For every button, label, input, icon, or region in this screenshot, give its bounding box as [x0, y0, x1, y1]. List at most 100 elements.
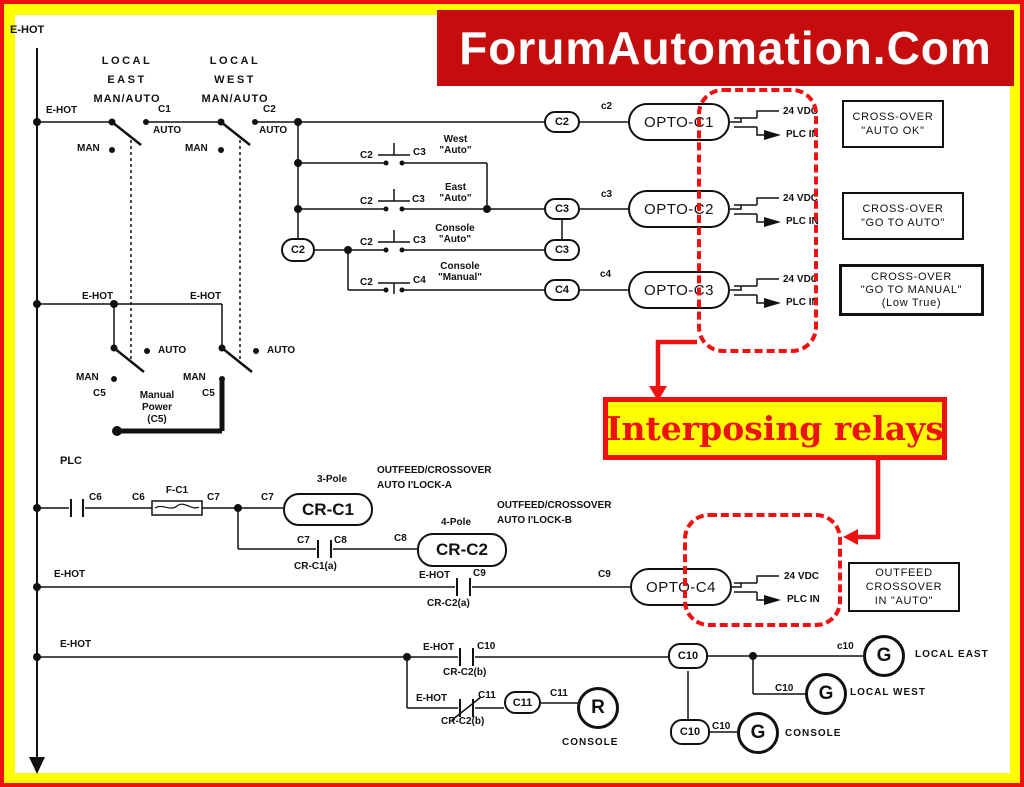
coil-c3-rung2: C3	[544, 198, 580, 220]
caption-console-auto: Console "Auto"	[420, 223, 490, 245]
label-ehot-crc2a-contact: E-HOT	[419, 570, 451, 581]
plc-input-box-go-to-manual: CROSS-OVER "GO TO MANUAL" (Low True)	[839, 264, 984, 316]
label-c3-west-pb: C3	[413, 147, 426, 158]
label-c2-console-man-pb: C2	[360, 277, 373, 288]
heading-line: EAST	[107, 74, 147, 86]
caption-console-manual: Console "Manual"	[420, 261, 500, 283]
label-crc1a: CR-C1(a)	[294, 561, 337, 572]
caption-line: "Auto"	[439, 193, 472, 204]
site-banner: ForumAutomation.Com	[437, 10, 1014, 86]
infobox-line: (Low True)	[881, 296, 942, 309]
label-man-selector1: MAN	[77, 143, 100, 154]
caption-manual-power: Manual Power (C5)	[123, 390, 191, 426]
coil-c2-rung1: C2	[544, 111, 580, 133]
label-24vdc-3: 24 VDC	[783, 274, 819, 285]
label-c10-contact: C10	[477, 641, 496, 652]
label-plcin-1: PLC IN	[786, 129, 819, 140]
infobox-line: "GO TO AUTO"	[860, 217, 946, 229]
label-local-west: LOCAL WEST	[850, 687, 926, 698]
coil-c3-rung3: C3	[544, 239, 580, 261]
coil-c2-branch: C2	[281, 238, 315, 262]
label-24vdc-4: 24 VDC	[784, 571, 820, 582]
caption-line: East	[444, 182, 467, 193]
label-outfeed-crossover-b: OUTFEED/CROSSOVER	[497, 500, 612, 511]
label-c2-east-pb: C2	[360, 196, 373, 207]
label-man-selector2: MAN	[185, 143, 208, 154]
coil-c4: C4	[544, 279, 580, 301]
heading-line: WEST	[214, 74, 256, 86]
label-outfeed-crossover-a: OUTFEED/CROSSOVER	[377, 465, 492, 476]
label-auto-ilock-b: AUTO I'LOCK-B	[497, 515, 572, 526]
label-c10-wire-east: c10	[837, 641, 854, 652]
infobox-line: "GO TO MANUAL"	[860, 283, 963, 296]
infobox-line: CROSS-OVER	[852, 111, 934, 123]
lamp-green-console: G	[737, 712, 779, 754]
lamp-green-local-east: G	[863, 635, 905, 677]
label-4pole: 4-Pole	[441, 517, 472, 528]
label-auto-selector2: AUTO	[259, 125, 288, 136]
junction-dots	[33, 118, 757, 661]
coil-c10-b: C10	[670, 719, 710, 745]
caption-east-auto: East "Auto"	[428, 182, 483, 204]
label-ehot-crc2a-rail: E-HOT	[54, 569, 86, 580]
coil-c10-a: C10	[668, 643, 708, 669]
label-c10-wire-west: C10	[775, 683, 794, 694]
label-c8-contact: C8	[334, 535, 347, 546]
infobox-line: CROSS-OVER	[862, 203, 944, 215]
label-c5-left: C5	[93, 388, 106, 399]
label-ehot-c10-contact: E-HOT	[423, 642, 455, 653]
callout-arrow-bottom	[857, 460, 881, 540]
caption-line: Power	[141, 402, 172, 413]
fuse-element	[154, 503, 200, 509]
label-3pole: 3-Pole	[317, 474, 348, 485]
rail-bottom-arrow	[29, 757, 45, 774]
label-c2-selector: C2	[263, 104, 276, 115]
infobox-line: CROSS-OVER	[871, 270, 952, 283]
label-plcin-3: PLC IN	[786, 297, 819, 308]
pushbutton-symbols	[378, 143, 410, 294]
caption-line: "Auto"	[439, 145, 472, 156]
plc-input-box-go-to-auto: CROSS-OVER "GO TO AUTO"	[842, 192, 964, 240]
heading-local-east: LOCAL EAST MAN/AUTO	[68, 52, 186, 109]
label-c2-console-auto-pb: C2	[360, 237, 373, 248]
caption-line: West	[443, 134, 468, 145]
label-24vdc-2: 24 VDC	[783, 193, 819, 204]
relay-opto-c4: OPTO-C4	[630, 568, 732, 606]
interposing-relays-callout: Interposing relays	[603, 397, 947, 460]
infobox-line: CROSSOVER	[865, 581, 943, 593]
label-man-c5-right: MAN	[183, 372, 206, 383]
label-auto-c5-right: AUTO	[267, 345, 296, 356]
coil-c11: C11	[504, 691, 541, 714]
relay-opto-c3: OPTO-C3	[628, 271, 730, 309]
label-c11-wire: C11	[550, 688, 568, 699]
heading-line: LOCAL	[101, 55, 153, 67]
label-local-east: LOCAL EAST	[915, 649, 989, 660]
label-c3-console-auto-pb: C3	[413, 235, 426, 246]
caption-line: Console	[435, 223, 475, 234]
label-c1-selector: C1	[158, 104, 171, 115]
caption-line: "Manual"	[438, 272, 482, 283]
label-wire-c2: c2	[601, 101, 613, 112]
label-c7-b: C7	[261, 492, 274, 503]
opto-output-symbols	[730, 110, 779, 601]
lamp-red-console: R	[577, 687, 619, 729]
lamp-green-local-west: G	[805, 673, 847, 715]
label-plc: PLC	[60, 455, 82, 467]
label-c7-a: C7	[207, 492, 220, 503]
rung-wires	[37, 121, 863, 733]
plc-input-box-auto-ok: CROSS-OVER "AUTO OK"	[842, 100, 944, 148]
label-wire-c9: C9	[598, 569, 611, 580]
heading-local-west: LOCAL WEST MAN/AUTO	[176, 52, 294, 109]
plc-input-box-outfeed-auto: OUTFEED CROSSOVER IN "AUTO"	[848, 562, 960, 612]
label-ehot-bottom-rail: E-HOT	[60, 639, 92, 650]
caption-west-auto: West "Auto"	[428, 134, 483, 156]
label-c6-a: C6	[89, 492, 102, 503]
caption-line: Manual	[139, 390, 175, 401]
manual-power-thick-wire	[117, 379, 225, 434]
label-console-g: CONSOLE	[785, 728, 842, 739]
label-crc2b-2: CR-C2(b)	[441, 716, 485, 727]
nc-contact-slash	[451, 696, 482, 721]
label-ehot-c5-left: E-HOT	[82, 291, 114, 302]
interposing-annotations	[649, 339, 881, 545]
